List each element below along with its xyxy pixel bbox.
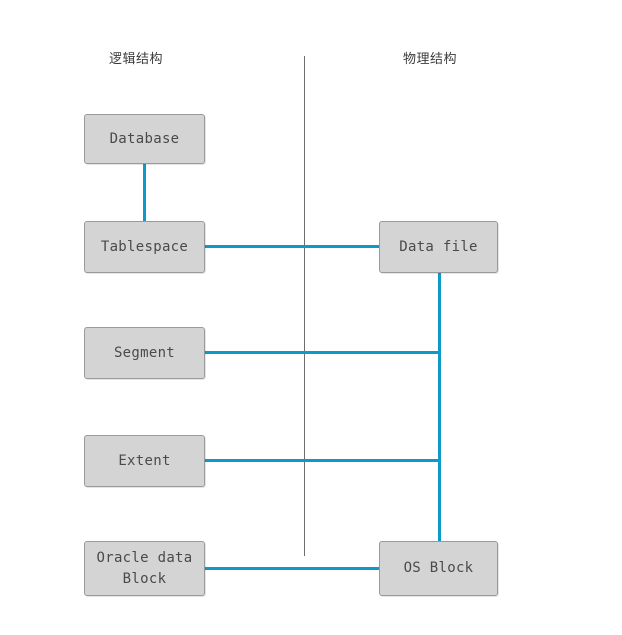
connector-oracle-data-block-to-os-block — [204, 567, 380, 570]
connector-segment-to-data-file — [204, 351, 440, 354]
connector-data-file-to-os-block — [438, 272, 441, 543]
node-tablespace[interactable]: Tablespace — [84, 221, 205, 273]
node-os-block-label: OS Block — [403, 560, 474, 577]
connector-extent-to-data-file — [204, 459, 440, 462]
node-database-label: Database — [109, 130, 180, 147]
node-os-block[interactable]: OS Block — [379, 541, 498, 596]
column-heading-physical: 物理结构 — [403, 52, 458, 67]
node-segment[interactable]: Segment — [84, 327, 205, 379]
connector-database-to-tablespace — [143, 163, 146, 222]
node-data-file-label: Data file — [399, 238, 478, 255]
node-segment-label: Segment — [113, 344, 176, 361]
node-tablespace-label: Tablespace — [100, 238, 189, 255]
node-data-file[interactable]: Data file — [379, 221, 498, 273]
logical-physical-divider — [304, 56, 305, 556]
node-extent[interactable]: Extent — [84, 435, 205, 487]
connector-tablespace-to-data-file — [204, 245, 380, 248]
node-oracle-data-block-label: Oracle data Block — [96, 550, 193, 587]
node-oracle-data-block[interactable]: Oracle data Block — [84, 541, 205, 596]
node-extent-label: Extent — [118, 452, 171, 469]
column-heading-logical: 逻辑结构 — [109, 52, 164, 67]
node-database[interactable]: Database — [84, 114, 205, 164]
